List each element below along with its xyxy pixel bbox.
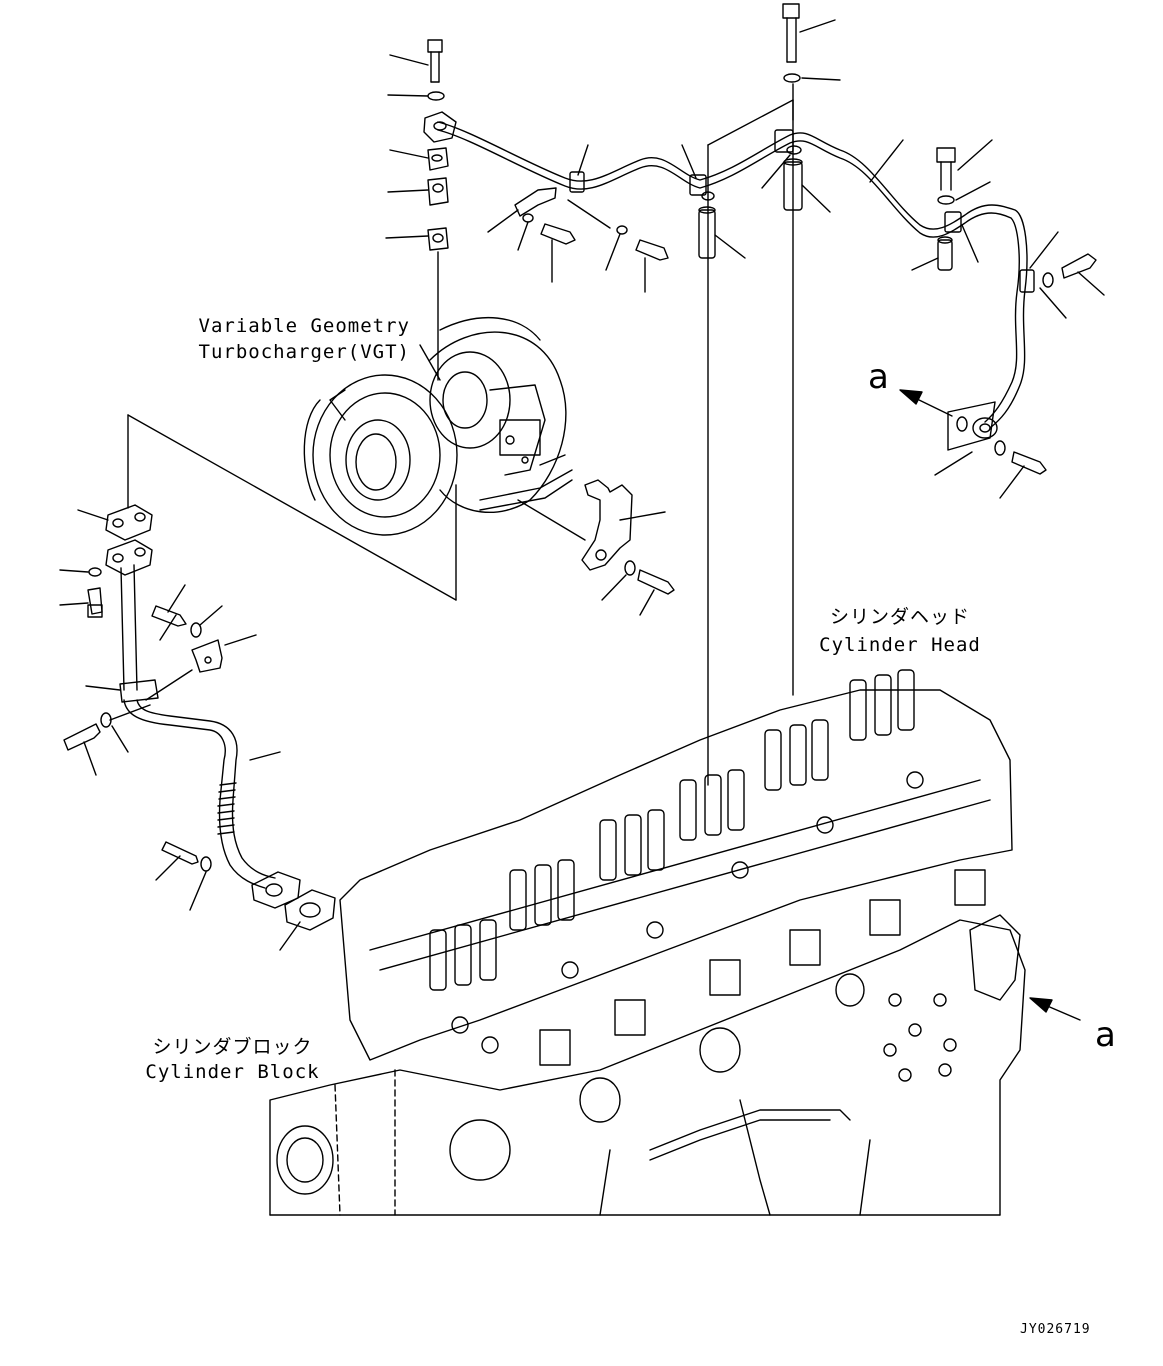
vgt-label-line2: Turbocharger(VGT) bbox=[198, 341, 410, 363]
assembly-lines bbox=[708, 100, 793, 785]
oil-return-pipe bbox=[60, 415, 456, 950]
cylinder-block-icon bbox=[270, 915, 1025, 1215]
upper-right-fittings bbox=[762, 4, 1104, 498]
cylinder-block-label-jp: シリンダブロック bbox=[152, 1036, 313, 1058]
label-leaders bbox=[420, 345, 440, 380]
drawing-code: JY026719 bbox=[1020, 1322, 1091, 1337]
upper-center-fittings bbox=[488, 145, 745, 292]
valve-springs bbox=[430, 670, 914, 990]
vgt-label-line1: Variable Geometry bbox=[198, 315, 410, 337]
callout-a-top: a bbox=[868, 357, 889, 397]
cylinder-block-label-en: Cylinder Block bbox=[145, 1061, 320, 1083]
bracket-icon bbox=[518, 480, 674, 615]
oil-supply-pipe bbox=[424, 112, 1034, 438]
arrow-icon bbox=[900, 390, 1080, 1020]
cylinder-head-icon bbox=[340, 670, 1012, 1065]
cylinder-head-label-en: Cylinder Head bbox=[819, 634, 981, 656]
upper-left-fittings bbox=[386, 40, 448, 380]
callout-a-bottom: a bbox=[1095, 1015, 1116, 1055]
turbocharger-icon bbox=[304, 318, 572, 535]
cylinder-head-label-jp: シリンダヘッド bbox=[829, 606, 970, 628]
